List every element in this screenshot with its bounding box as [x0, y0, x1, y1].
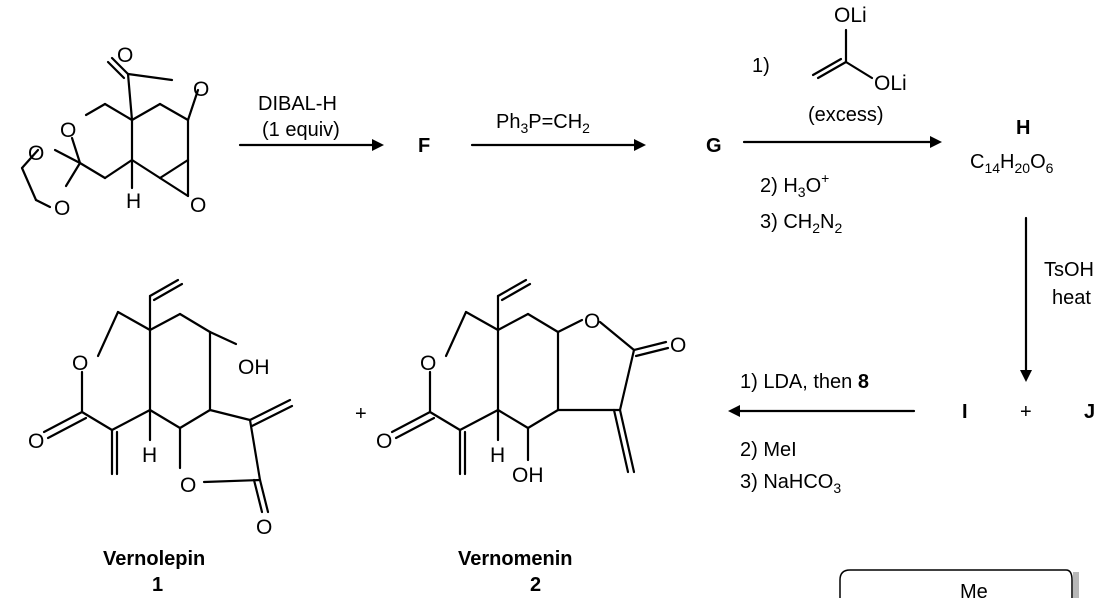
arrowhead-step1	[372, 139, 384, 151]
step3-excess: (excess)	[808, 104, 884, 126]
starting-material-structure	[20, 56, 200, 209]
step5-mei: 2) MeI	[740, 439, 797, 461]
atom-o-lactone: O	[193, 78, 209, 101]
v1-oh: OH	[238, 356, 270, 379]
step5-bicarbonate: 3) NaHCO3	[740, 471, 841, 496]
step4-condition: heat	[1052, 287, 1091, 309]
step3-diazomethane: 3) CH2N2	[760, 211, 842, 236]
step5-lda: 1) LDA, then 8	[740, 371, 869, 393]
compound-h-formula: C14H20O6	[970, 151, 1054, 176]
step2-reagent: Ph3P=CH2	[496, 111, 590, 136]
v1-h: H	[142, 444, 157, 467]
step3-reagent-number: 1)	[752, 55, 770, 77]
compound-h-label: H	[1016, 117, 1030, 139]
v2-ring-o: O	[420, 352, 436, 375]
v1-ring-o: O	[72, 352, 88, 375]
v2-lactone-carbonyl-o: O	[670, 334, 686, 357]
final-plus: +	[355, 403, 367, 425]
atom-o-epoxide: O	[190, 194, 206, 217]
partial-box-shadow	[1073, 572, 1079, 598]
dilithium-enolate-structure	[811, 28, 874, 80]
enolate-oli-right: OLi	[874, 72, 907, 95]
v2-lactone-o: O	[584, 310, 600, 333]
v2-carbonyl-o: O	[376, 430, 392, 453]
v1-lactone-carbonyl-o: O	[256, 516, 272, 539]
compound-j-label: J	[1084, 401, 1095, 423]
atom-o-dioxolane-top: O	[28, 142, 44, 165]
ij-plus: +	[1020, 401, 1032, 423]
atom-o-carbonyl: O	[117, 44, 133, 67]
step3-acid: 2) H3O+	[760, 170, 829, 200]
compound-i-label: I	[962, 401, 968, 423]
arrowhead-step3	[930, 136, 942, 148]
compound1-number: 1	[152, 574, 163, 596]
step1-reagent: DIBAL-H	[258, 93, 337, 115]
step4-reagent: TsOH	[1044, 259, 1094, 281]
compound2-name: Vernomenin	[458, 548, 572, 570]
step1-equiv: (1 equiv)	[262, 119, 340, 141]
compound2-number: 2	[530, 574, 541, 596]
v1-lactone-o: O	[180, 474, 196, 497]
atom-h: H	[126, 190, 141, 213]
compound-f-label: F	[418, 135, 430, 157]
arrowhead-step2	[634, 139, 646, 151]
v1-carbonyl-o: O	[28, 430, 44, 453]
arrowhead-step4	[1020, 370, 1032, 382]
vernolepin-structure	[42, 278, 294, 514]
compound1-name: Vernolepin	[103, 548, 205, 570]
v2-oh: OH	[512, 464, 544, 487]
compound-g-label: G	[706, 135, 722, 157]
atom-o-dioxolane-bottom: O	[54, 197, 70, 220]
vernomenin-structure	[390, 278, 670, 476]
partial-box-frame	[839, 569, 1073, 598]
atom-o-ring: O	[60, 119, 76, 142]
enolate-oli-top: OLi	[834, 4, 867, 27]
v2-h: H	[490, 444, 505, 467]
arrowhead-step5	[728, 405, 740, 417]
partial-box-text: Me	[960, 581, 988, 598]
